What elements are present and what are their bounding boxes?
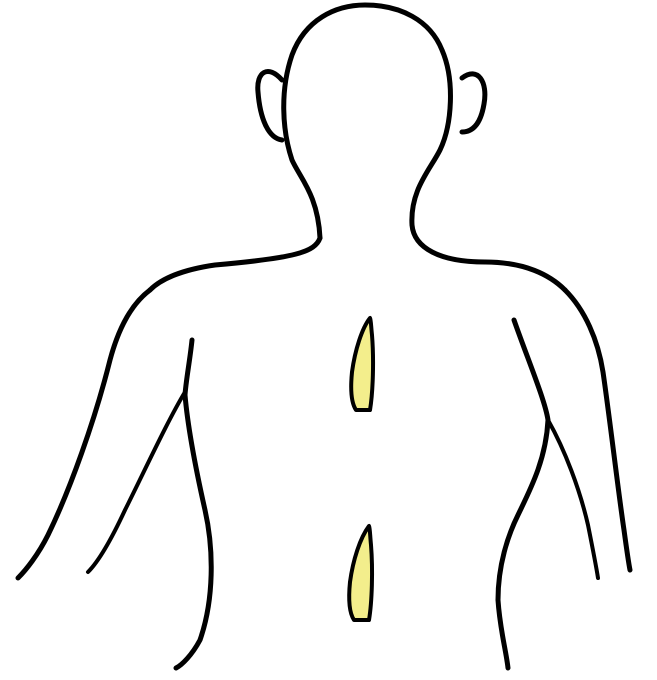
right-ear [462,74,485,132]
upper-spine-marker [351,318,373,410]
left-trapezius-line [150,238,320,290]
left-ear [258,71,282,140]
right-torso-side [498,320,548,668]
right-arm-outer [565,290,630,570]
lower-spine-marker [349,526,372,620]
left-torso-side [176,340,211,668]
left-arm-inner [88,392,185,572]
head-neck-outline [284,5,485,262]
left-arm-outer [18,290,150,578]
right-arm-inner [548,420,598,578]
right-trapezius-line [485,262,565,290]
